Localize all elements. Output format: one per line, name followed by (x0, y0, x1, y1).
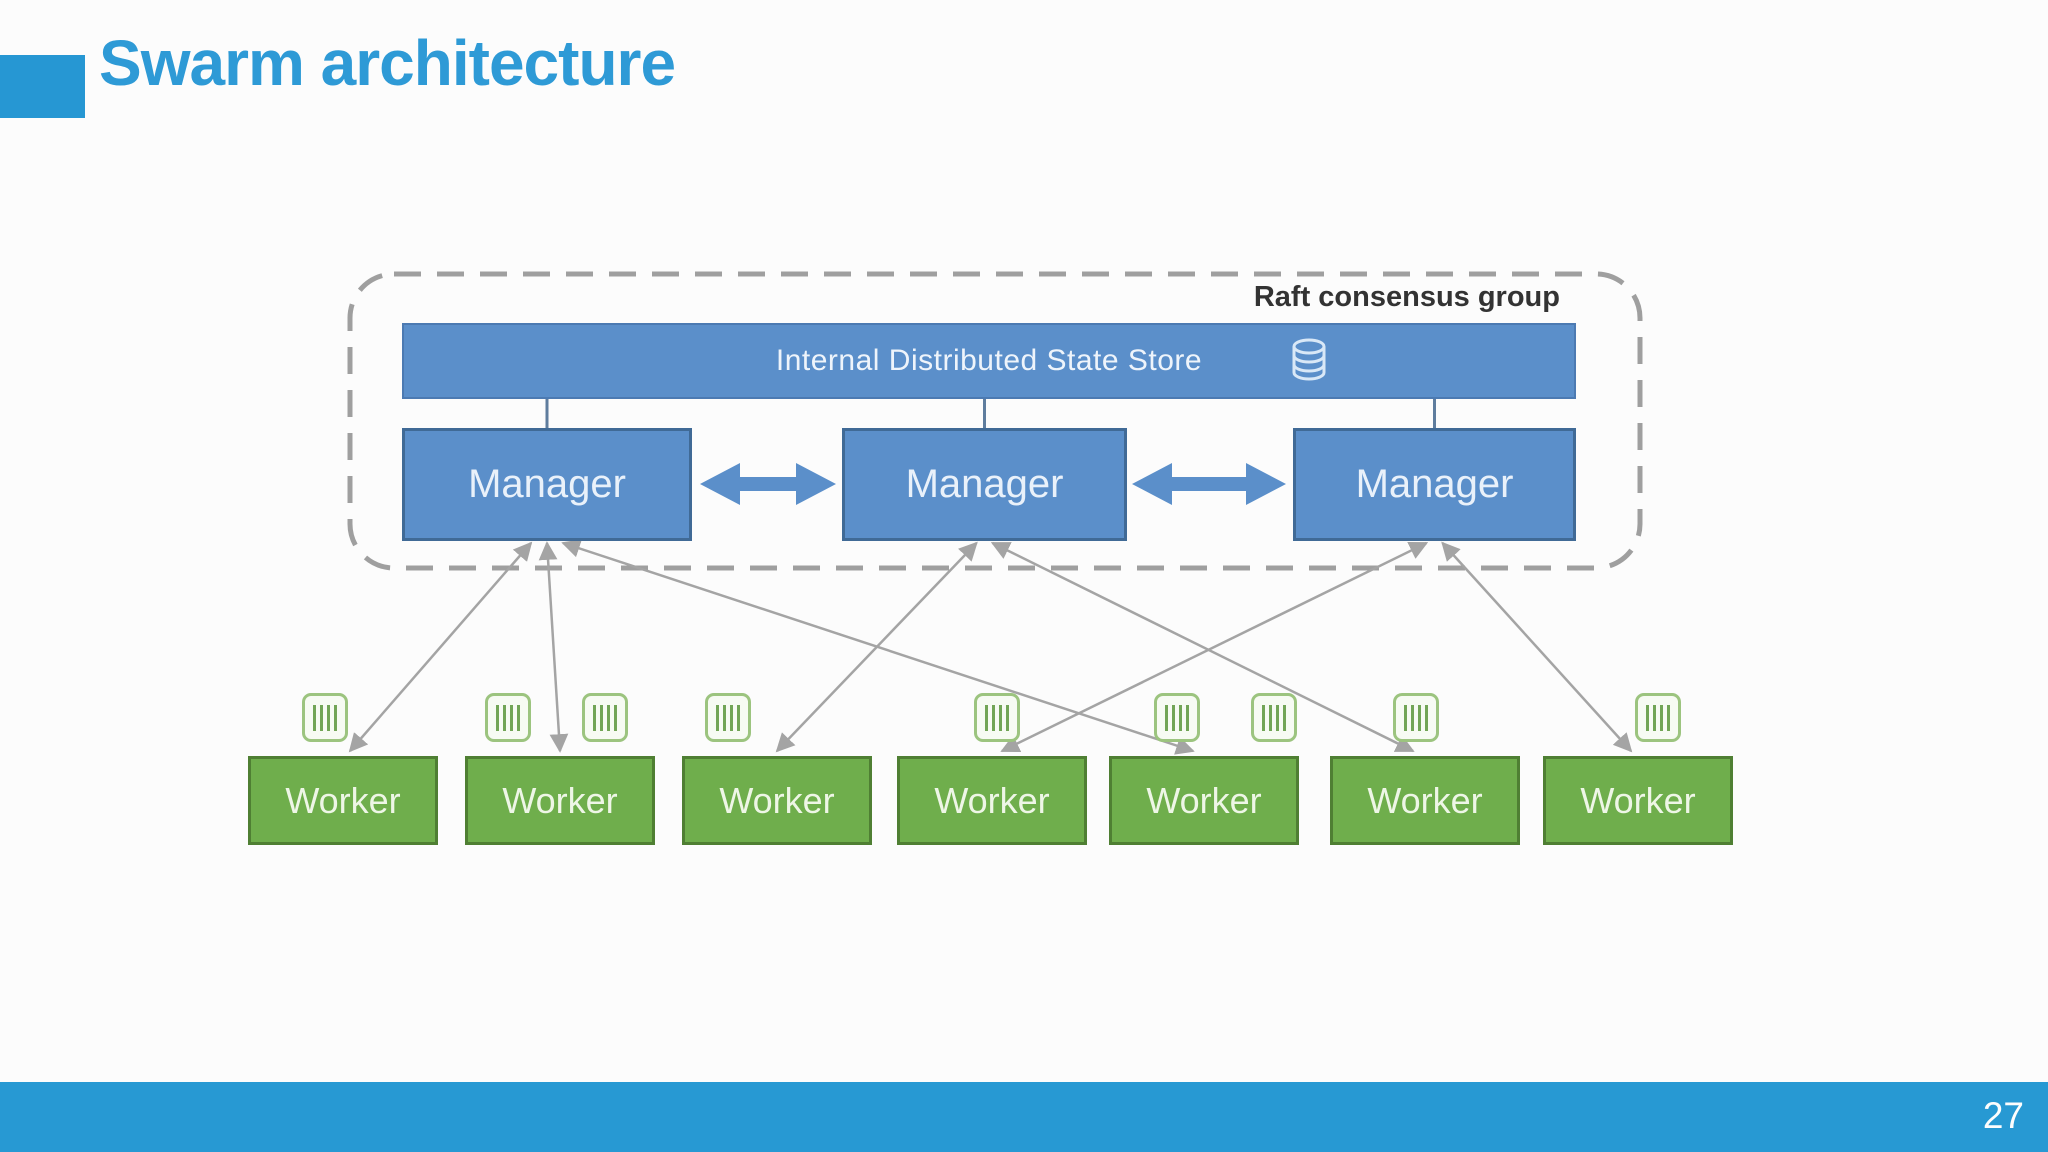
state-store-bar: Internal Distributed State Store (402, 323, 1576, 399)
edge-manager-1-worker-1 (348, 541, 533, 753)
manager-node-1: Manager (402, 428, 692, 541)
container-icon (705, 693, 751, 742)
edge-manager-1-worker-2 (538, 541, 569, 753)
footer-bar: 27 (0, 1082, 2048, 1152)
worker-node-7: Worker (1543, 756, 1733, 845)
worker-node-1: Worker (248, 756, 438, 845)
manager-node-3: Manager (1293, 428, 1576, 541)
state-store-label: Internal Distributed State Store (775, 344, 1203, 377)
edge-manager-3-worker-7 (1441, 541, 1633, 753)
container-icon (582, 693, 628, 742)
container-icon (974, 693, 1020, 742)
worker-node-5: Worker (1109, 756, 1299, 845)
slide-title: Swarm architecture (99, 27, 676, 99)
worker-node-3: Worker (682, 756, 872, 845)
container-icon (1635, 693, 1681, 742)
container-icon (1251, 693, 1297, 742)
worker-node-2: Worker (465, 756, 655, 845)
page-number: 27 (1982, 1095, 2024, 1137)
manager-link-arrow (700, 463, 836, 505)
edge-manager-3-worker-4 (1000, 541, 1429, 753)
worker-node-6: Worker (1330, 756, 1520, 845)
container-icon (485, 693, 531, 742)
manager-node-2: Manager (842, 428, 1127, 541)
worker-node-4: Worker (897, 756, 1087, 845)
manager-link-arrow (1132, 463, 1286, 505)
title-accent-square (0, 55, 85, 118)
raft-group-label: Raft consensus group (1253, 281, 1560, 313)
container-icon (302, 693, 348, 742)
database-icon (1292, 338, 1326, 381)
container-icon (1154, 693, 1200, 742)
edge-manager-2-worker-3 (775, 541, 978, 753)
edge-manager-2-worker-6 (990, 541, 1415, 753)
container-icon (1393, 693, 1439, 742)
